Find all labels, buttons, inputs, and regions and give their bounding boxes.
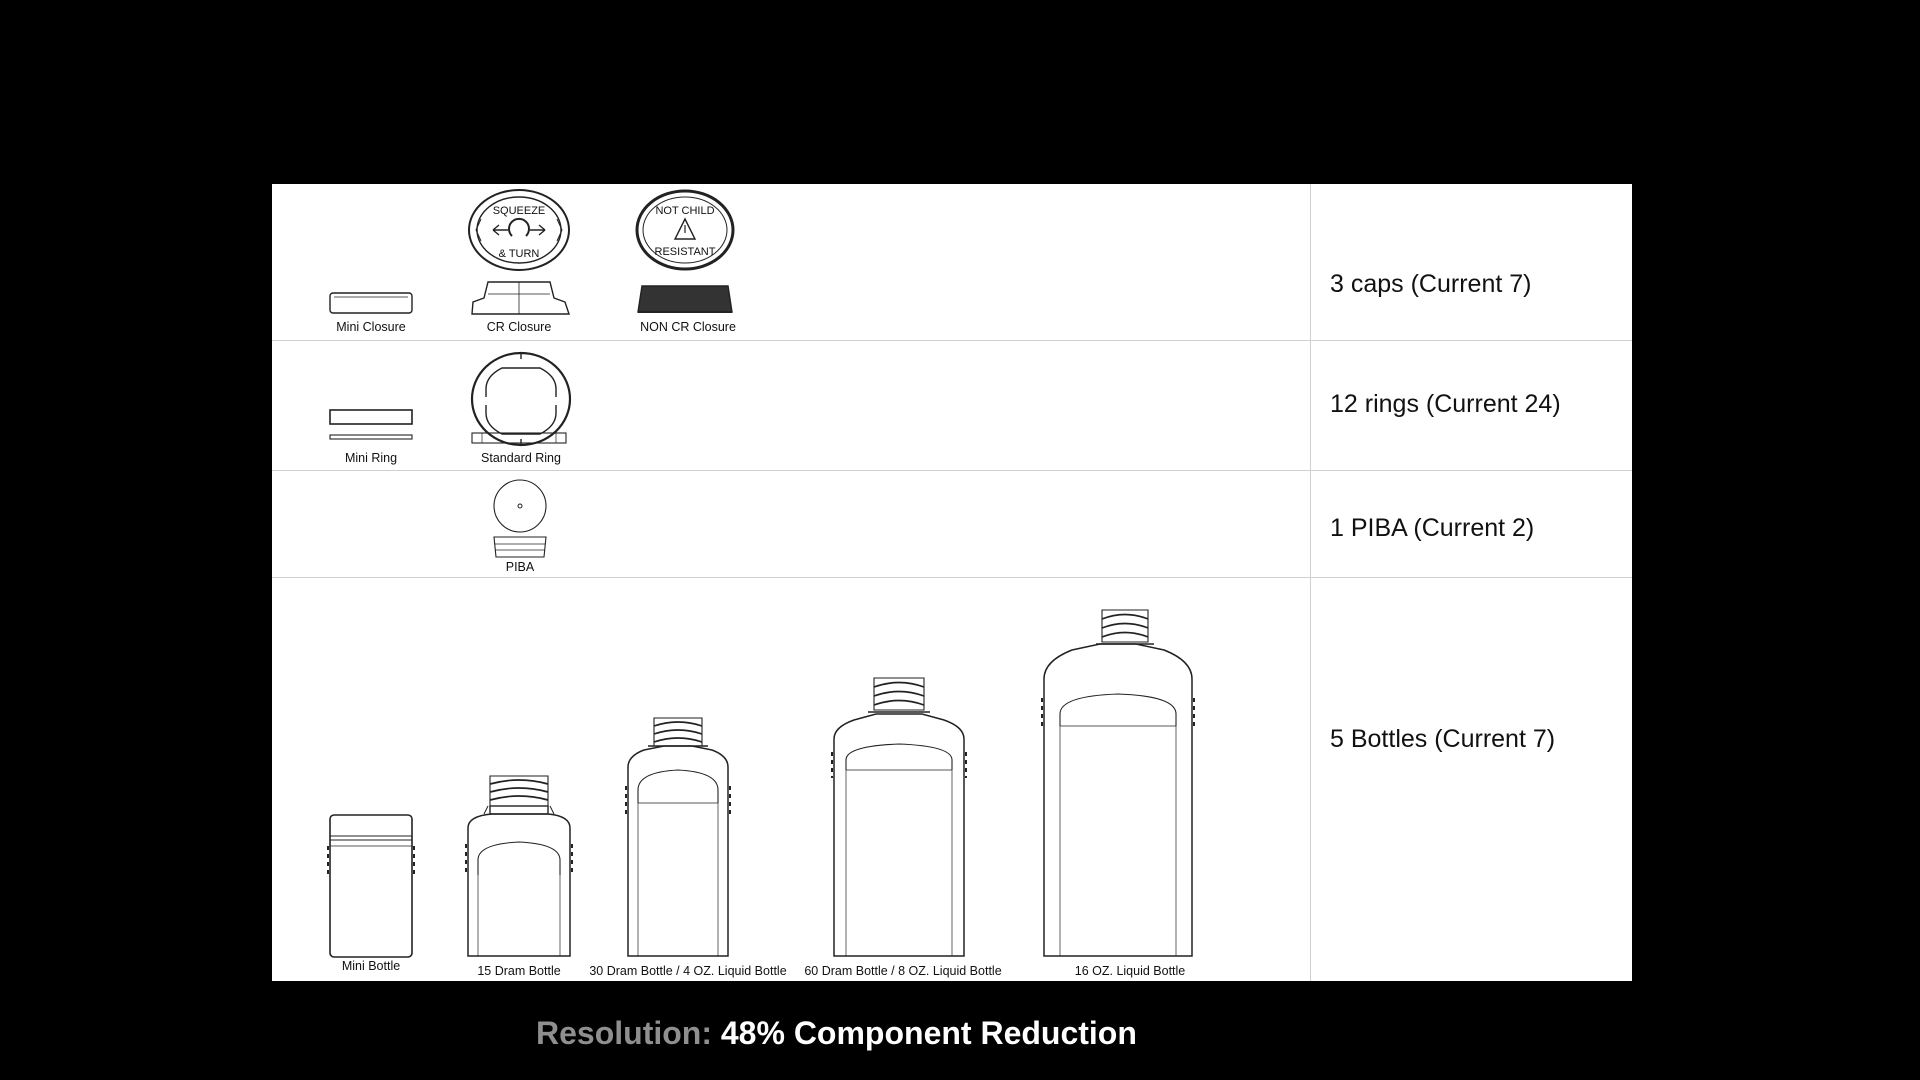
mini-bottle-drawing: [327, 814, 415, 958]
row-divider: [272, 340, 1632, 341]
svg-text:SQUEEZE: SQUEEZE: [493, 205, 546, 217]
bottles-summary: 5 Bottles (Current 7): [1330, 725, 1556, 753]
30-dram-bottle-drawing: [625, 717, 731, 957]
mini-ring-label: Mini Ring: [344, 451, 398, 465]
non-cr-closure-label: NON CR Closure: [640, 320, 736, 334]
mini-closure-label: Mini Closure: [336, 320, 406, 334]
cr-closure-side-drawing: [471, 281, 570, 315]
row-divider: [272, 577, 1632, 578]
60-dram-bottle-drawing: [831, 677, 967, 957]
mini-ring-drawing: [329, 409, 413, 440]
svg-text:& TURN: & TURN: [499, 248, 540, 260]
non-cr-closure-top-drawing: NOT CHILD RESISTANT: [635, 189, 735, 271]
rings-summary: 12 rings (Current 24): [1330, 390, 1561, 418]
mini-bottle-label: Mini Bottle: [341, 959, 401, 973]
svg-text:NOT CHILD: NOT CHILD: [655, 205, 714, 217]
non-cr-closure-side-drawing: [637, 285, 733, 313]
resolution-prefix: Resolution:: [536, 1015, 712, 1051]
svg-text:RESISTANT: RESISTANT: [655, 246, 716, 258]
cr-closure-label: CR Closure: [486, 320, 552, 334]
15-dram-bottle-drawing: [465, 775, 573, 957]
resolution-highlight: 48% Component Reduction: [720, 1015, 1137, 1051]
16-oz-bottle-drawing: [1041, 609, 1195, 957]
15-dram-bottle-label: 15 Dram Bottle: [477, 964, 561, 978]
component-drawings: SQUEEZE & TURN NOT CHILD RESISTANT: [327, 189, 1195, 958]
column-divider: [1310, 184, 1311, 981]
component-panel: SQUEEZE & TURN NOT CHILD RESISTANT: [272, 184, 1632, 981]
piba-label: PIBA: [505, 560, 535, 574]
60-dram-bottle-label: 60 Dram Bottle / 8 OZ. Liquid Bottle: [804, 964, 1002, 978]
row-divider: [272, 470, 1632, 471]
piba-summary: 1 PIBA (Current 2): [1330, 514, 1535, 542]
caps-summary: 3 caps (Current 7): [1330, 270, 1532, 298]
resolution-footer: Resolution: 48% Component Reduction: [536, 1015, 1137, 1052]
mini-closure-drawing: [329, 292, 413, 314]
16-oz-bottle-label: 16 OZ. Liquid Bottle: [1074, 964, 1186, 978]
cr-closure-top-drawing: SQUEEZE & TURN: [468, 189, 570, 271]
30-dram-bottle-label: 30 Dram Bottle / 4 OZ. Liquid Bottle: [589, 964, 787, 978]
standard-ring-drawing: [470, 351, 572, 447]
standard-ring-label: Standard Ring: [481, 451, 561, 465]
piba-drawing: [493, 479, 547, 558]
